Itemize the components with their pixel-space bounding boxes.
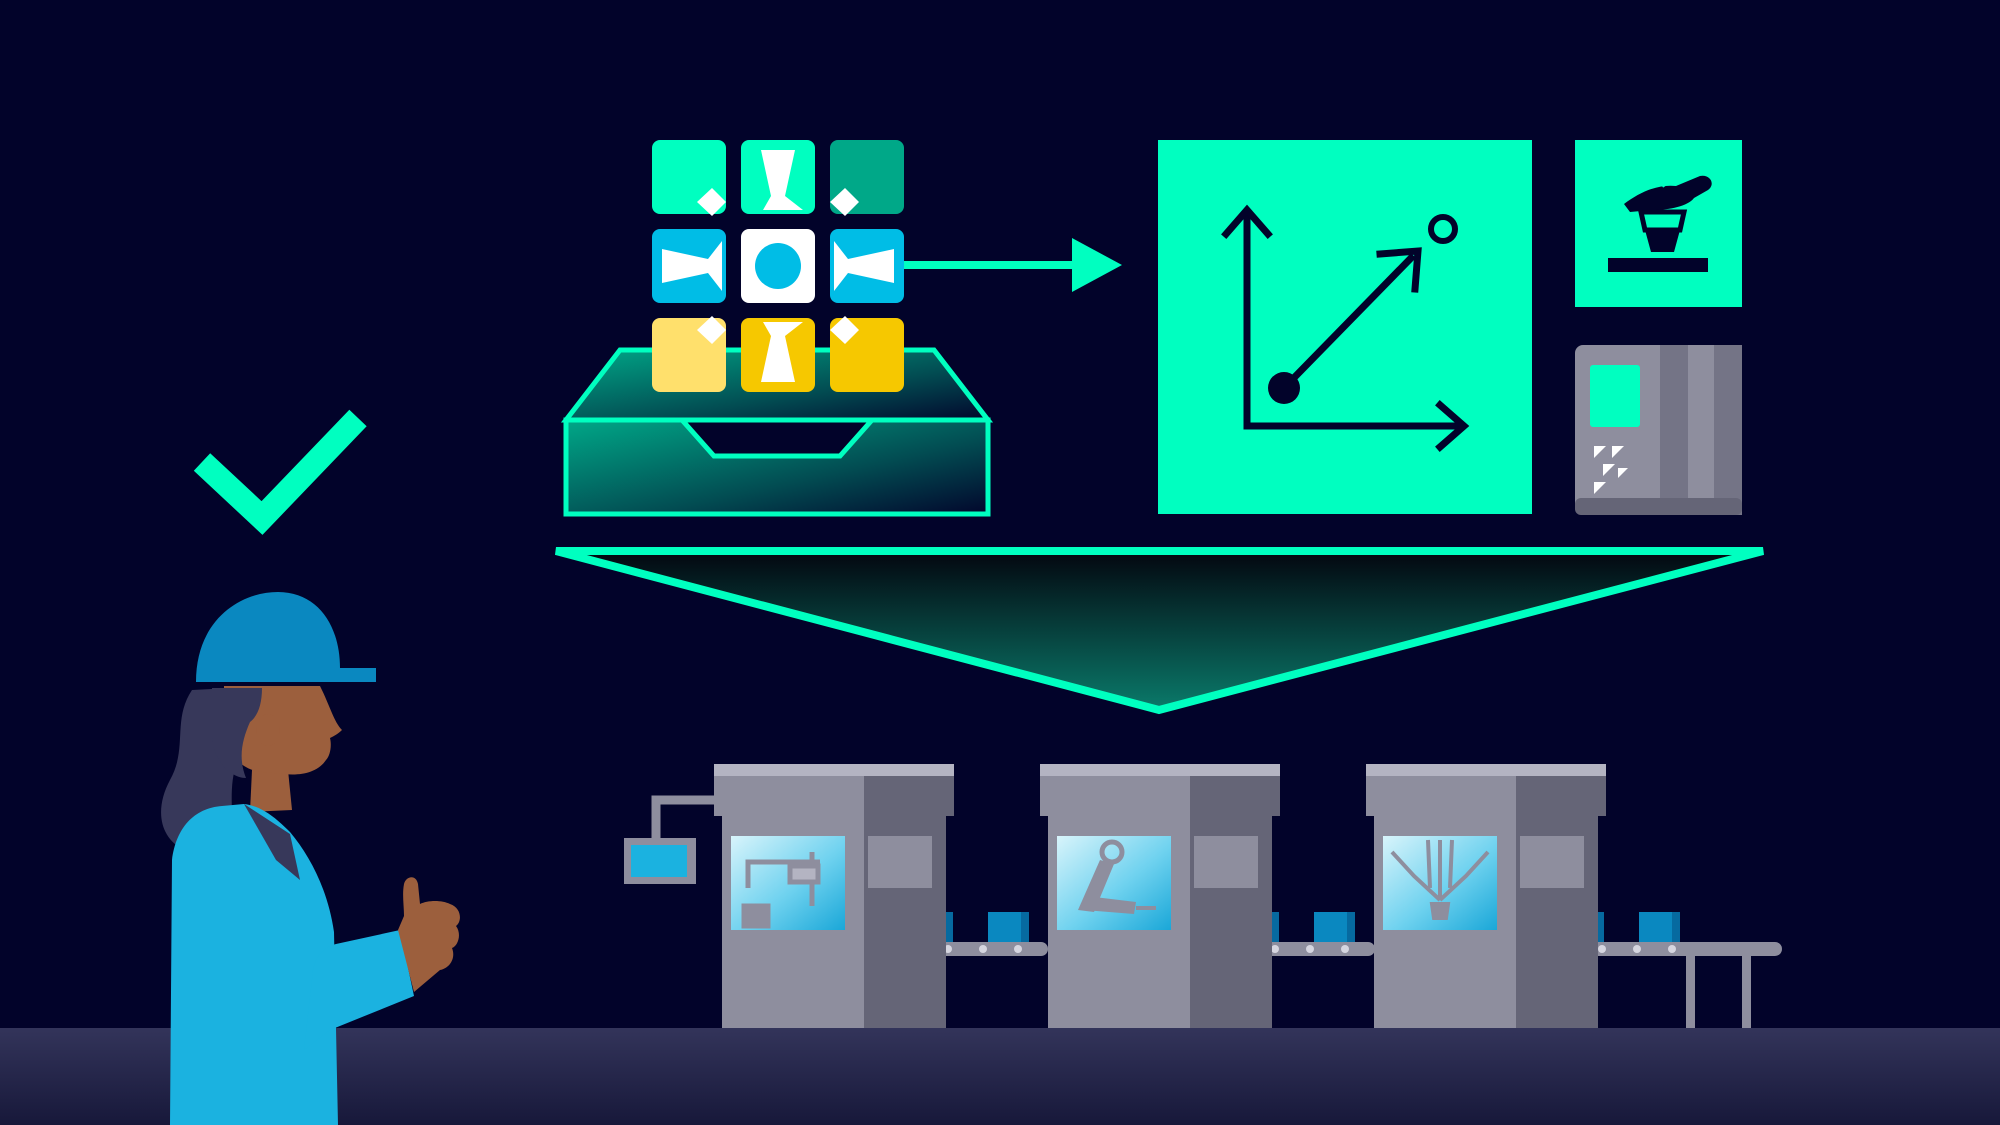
robot-arm-delta xyxy=(1390,839,1490,920)
robot-arm-articulated xyxy=(1078,839,1156,914)
hmi-screen xyxy=(624,795,715,884)
worker-thumbs-up-icon xyxy=(161,592,460,1125)
robot-arm-cartesian xyxy=(741,852,821,929)
coordinate-system-icon xyxy=(1158,140,1532,514)
production-line-icon xyxy=(624,764,1782,1028)
plc-controller-icon xyxy=(1575,345,1742,515)
machine-2 xyxy=(1040,764,1280,1028)
machine-3 xyxy=(1366,764,1606,1028)
app-grid-icon xyxy=(652,140,904,392)
gripper-pick-icon xyxy=(1575,140,1742,307)
arrow-right-icon xyxy=(904,238,1122,292)
funnel-down-icon xyxy=(554,547,1765,715)
checkmark-icon xyxy=(193,409,367,535)
conveyor-belt xyxy=(868,942,1782,956)
machine-1 xyxy=(714,764,954,1028)
